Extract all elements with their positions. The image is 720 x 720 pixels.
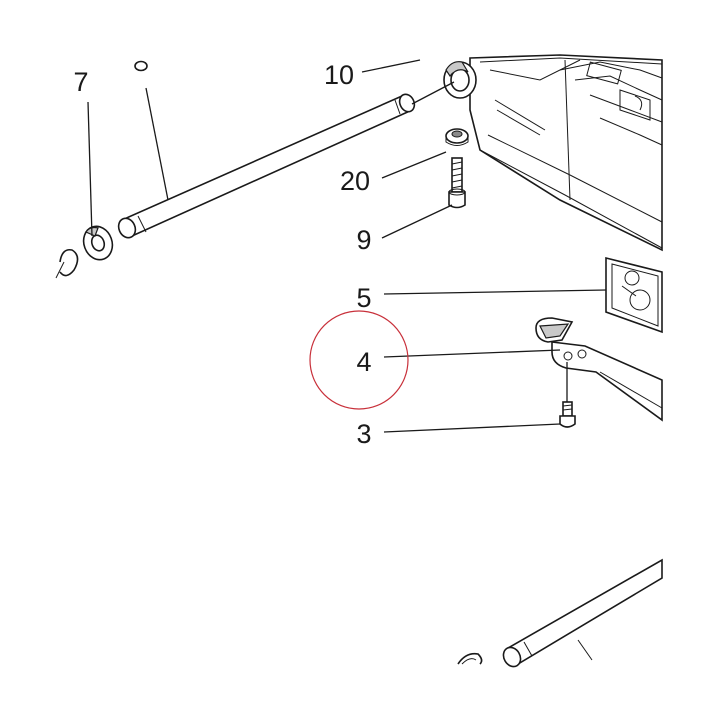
screw-3 — [559, 401, 576, 428]
leader-5 — [383, 289, 607, 295]
pivot-boss — [443, 61, 477, 99]
leader-pin — [145, 87, 169, 201]
leader-4 — [383, 349, 561, 358]
lever-4 — [535, 317, 663, 422]
callout-4[interactable]: 4 — [356, 347, 371, 377]
lower-shaft — [457, 558, 663, 668]
washer-20 — [445, 128, 469, 146]
highlight-circle — [309, 310, 409, 410]
small-pin — [134, 60, 148, 72]
partial-component-left — [55, 248, 79, 279]
callout-20[interactable]: 20 — [340, 166, 370, 196]
callout-10[interactable]: 10 — [324, 60, 354, 90]
callout-9[interactable]: 9 — [356, 225, 371, 255]
callout-3[interactable]: 3 — [356, 419, 371, 449]
leader-20 — [381, 151, 447, 179]
leader-lines — [87, 59, 607, 433]
leader-10-shaft — [411, 81, 455, 105]
washer-7 — [82, 225, 114, 261]
leader-9 — [381, 204, 453, 239]
leader-7 — [87, 101, 93, 237]
leader-3 — [383, 423, 561, 433]
leader-10 — [361, 59, 421, 73]
callouts: 7 10 20 9 5 4 3 — [73, 60, 371, 449]
machine-housing — [469, 54, 663, 252]
plate-5 — [605, 256, 663, 334]
upper-shaft — [117, 93, 416, 239]
screw-9 — [448, 157, 466, 209]
callout-7[interactable]: 7 — [73, 67, 88, 97]
callout-5[interactable]: 5 — [356, 283, 371, 313]
